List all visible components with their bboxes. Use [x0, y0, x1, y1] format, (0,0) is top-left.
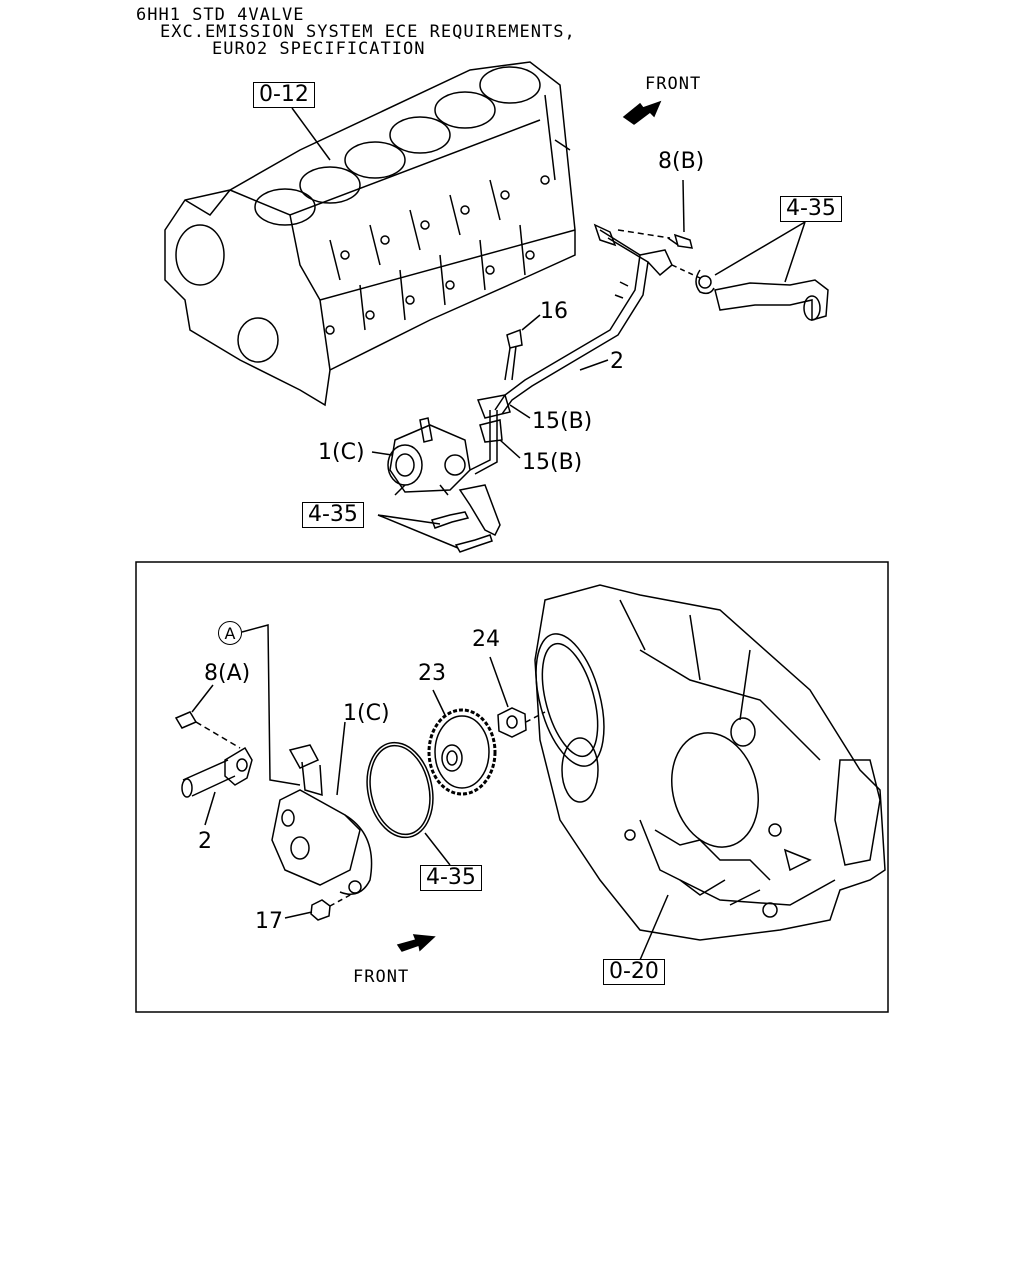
clip-15b-label-b[interactable]: 15(B) [522, 450, 583, 475]
bolt-16-label[interactable]: 16 [540, 299, 568, 324]
front-arrow-top-icon [622, 100, 662, 125]
front-label-top: FRONT [645, 74, 702, 94]
leader-15b-b [499, 439, 521, 459]
vacuum-hose [671, 264, 829, 321]
gear-23 [427, 708, 497, 796]
nut-24-label[interactable]: 24 [472, 627, 500, 652]
front-label-bottom: FRONT [353, 967, 410, 987]
ref-4-35-oring[interactable]: 4-35 [420, 865, 482, 891]
leader-8b [682, 179, 685, 233]
nut-17-label[interactable]: 17 [255, 909, 283, 934]
header-line-3: EURO2 SPECIFICATION [212, 39, 426, 59]
leader-2-top [579, 359, 609, 371]
leader-8a [191, 684, 214, 713]
vacuum-pump-detail [271, 744, 373, 895]
vacuum-pipe [494, 223, 673, 415]
pipe-2-label-top[interactable]: 2 [610, 349, 624, 374]
ref-0-12[interactable]: 0-12 [253, 82, 315, 108]
leader-4-35-bolt-a [377, 514, 441, 525]
leader-24 [489, 656, 509, 708]
cylinder-block [164, 61, 576, 407]
leader-0-20 [639, 894, 669, 961]
pump-1c-label-detail[interactable]: 1(C) [343, 701, 390, 726]
gear-23-label[interactable]: 23 [418, 661, 446, 686]
leader-23 [432, 689, 446, 716]
leader-17 [284, 911, 313, 919]
bracket-bolts [431, 484, 501, 553]
bolt-8a [174, 711, 241, 749]
bolt-16 [504, 328, 523, 381]
leader-4-35-hose-b [784, 221, 806, 283]
leader-1c-top [371, 451, 393, 456]
header-line-2: EXC.EMISSION SYSTEM ECE REQUIREMENTS, [160, 22, 576, 42]
bolt-8b-label[interactable]: 8(B) [658, 149, 705, 174]
pump-1c-label-top[interactable]: 1(C) [318, 440, 365, 465]
leader-2-detail [204, 791, 216, 826]
leader-0-12 [291, 107, 331, 161]
circle-a-marker: A [218, 621, 242, 645]
ref-4-35-bolts[interactable]: 4-35 [302, 502, 364, 528]
pipe-clips [469, 394, 511, 475]
vacuum-pump-top [387, 417, 471, 496]
nut-17 [310, 893, 353, 921]
vacuum-pipe-detail [181, 746, 253, 798]
nut-24 [497, 707, 546, 738]
leader-4-35-hose-a [714, 221, 806, 276]
o-ring [366, 741, 434, 839]
leader-4-35-bolt-b [377, 514, 459, 549]
leader-15b-a [509, 404, 531, 419]
leader-4-35-oring [424, 832, 451, 866]
ref-0-20[interactable]: 0-20 [603, 959, 665, 985]
header-line-1: 6HH1 STD 4VALVE [136, 5, 305, 25]
leader-a [241, 624, 301, 786]
leader-16 [521, 314, 541, 331]
detail-frame [135, 561, 889, 1013]
ref-4-35-hose[interactable]: 4-35 [780, 196, 842, 222]
leader-1c-detail [336, 721, 346, 796]
pipe-2-label-detail[interactable]: 2 [198, 829, 212, 854]
bolt-8b [617, 229, 693, 249]
flywheel-housing [534, 584, 886, 941]
clip-15b-label-a[interactable]: 15(B) [532, 409, 593, 434]
bolt-8a-label[interactable]: 8(A) [204, 661, 251, 686]
front-arrow-bottom-icon [396, 934, 436, 952]
